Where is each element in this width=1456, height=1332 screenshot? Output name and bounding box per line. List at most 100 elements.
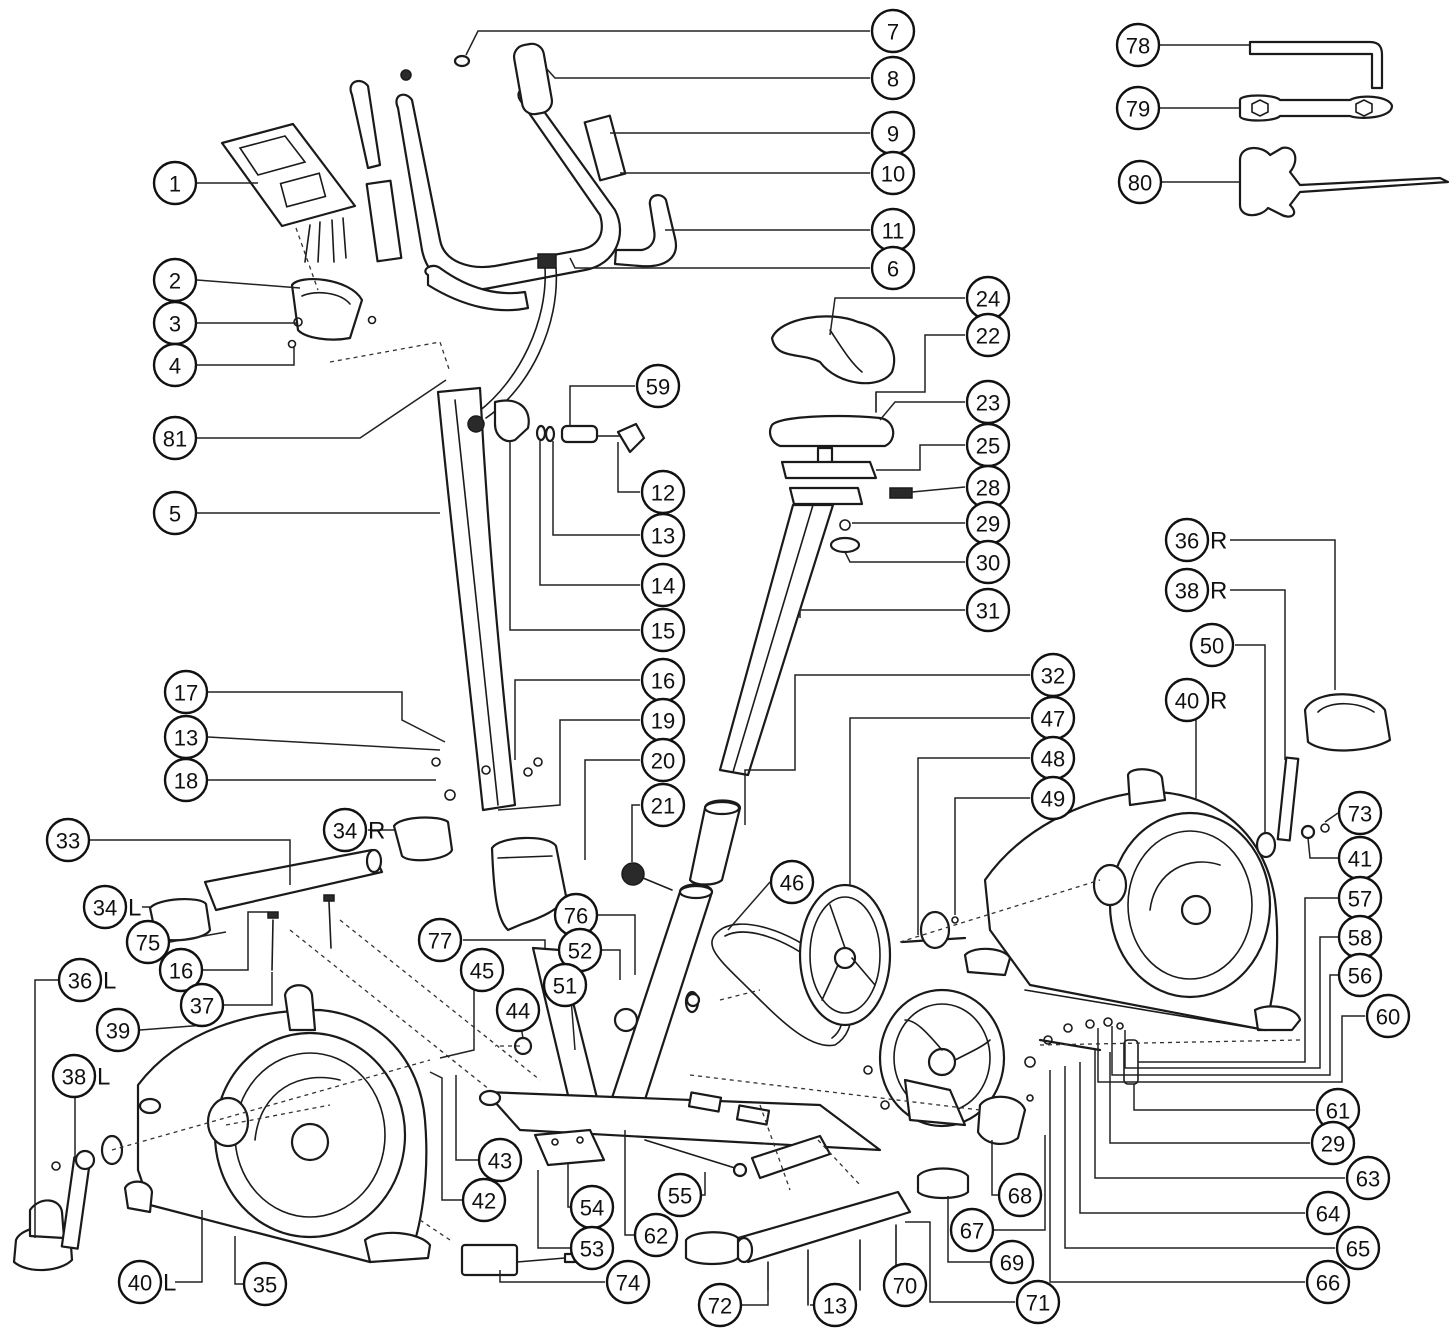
callout-13: 13 bbox=[812, 1282, 858, 1328]
callout-number: 40 bbox=[128, 1271, 152, 1296]
callout-63: 63 bbox=[1345, 1155, 1391, 1201]
callout-28: 28 bbox=[965, 464, 1011, 510]
callout-50: 50 bbox=[1189, 622, 1235, 668]
callout-number: 8 bbox=[887, 67, 899, 92]
callout-69: 69 bbox=[989, 1239, 1035, 1285]
callout-number: 60 bbox=[1376, 1005, 1400, 1030]
callout-side-letter: R bbox=[1210, 528, 1227, 555]
callout-number: 72 bbox=[708, 1294, 732, 1319]
callout-number: 51 bbox=[553, 974, 577, 999]
callout-number: 25 bbox=[976, 434, 1000, 459]
callout-number: 42 bbox=[472, 1189, 496, 1214]
callout-circle bbox=[812, 1282, 858, 1328]
callout-circle bbox=[640, 782, 686, 828]
callout-64: 64 bbox=[1305, 1190, 1351, 1236]
rear-bracket-part bbox=[644, 1134, 832, 1180]
callout-circle bbox=[459, 947, 505, 993]
callout-number: 4 bbox=[169, 354, 181, 379]
callout-number: 69 bbox=[1000, 1251, 1024, 1276]
callout-51: 51 bbox=[542, 962, 588, 1008]
tools-part bbox=[1238, 40, 1450, 218]
callout-47: 47 bbox=[1030, 695, 1076, 741]
callout-circle bbox=[1189, 622, 1235, 668]
callout-4: 4 bbox=[152, 342, 198, 388]
callout-number: 7 bbox=[887, 20, 899, 45]
callout-number: 81 bbox=[163, 427, 187, 452]
belt-pulley-part bbox=[798, 883, 892, 1027]
callout-13: 13 bbox=[640, 512, 686, 558]
callout-circle bbox=[635, 363, 681, 409]
callout-number: 73 bbox=[1348, 802, 1372, 827]
callout-number: 36 bbox=[68, 969, 92, 994]
callout-number: 29 bbox=[976, 512, 1000, 537]
callout-number: 22 bbox=[976, 324, 1000, 349]
callout-number: 16 bbox=[169, 959, 193, 984]
callout-circle bbox=[657, 1172, 703, 1218]
callout-number: 76 bbox=[564, 904, 588, 929]
callout-number: 40 bbox=[1175, 689, 1199, 714]
callout-77: 77 bbox=[417, 917, 463, 963]
callout-55: 55 bbox=[657, 1172, 703, 1218]
callout-number: 75 bbox=[136, 931, 160, 956]
callout-3: 3 bbox=[152, 300, 198, 346]
callout-circle bbox=[1337, 790, 1383, 836]
callout-number: 34 bbox=[333, 819, 357, 844]
callout-circle bbox=[1015, 1279, 1061, 1325]
callout-number: 65 bbox=[1346, 1237, 1370, 1262]
callout-74: 74 bbox=[605, 1259, 651, 1305]
callout-circle bbox=[1305, 1190, 1351, 1236]
callout-72: 72 bbox=[697, 1282, 743, 1328]
callout-number: 19 bbox=[651, 709, 675, 734]
handlebar-part bbox=[349, 79, 622, 419]
callout-number: 35 bbox=[253, 1273, 277, 1298]
callout-5: 5 bbox=[152, 490, 198, 536]
callout-number: 57 bbox=[1348, 887, 1372, 912]
seat-slider-part bbox=[780, 446, 913, 554]
callout-number: 66 bbox=[1316, 1271, 1340, 1296]
callout-59: 59 bbox=[635, 363, 681, 409]
callout-number: 74 bbox=[616, 1271, 640, 1296]
flywheel-part bbox=[863, 988, 1034, 1146]
callout-30: 30 bbox=[965, 539, 1011, 585]
callout-number: 31 bbox=[976, 599, 1000, 624]
callout-circle bbox=[1030, 775, 1076, 821]
callout-20: 20 bbox=[640, 737, 686, 783]
callout-46: 46 bbox=[769, 859, 815, 905]
callout-22: 22 bbox=[965, 312, 1011, 358]
grip-parts bbox=[400, 42, 678, 268]
callout-circle bbox=[1310, 1120, 1356, 1166]
callout-circle bbox=[1164, 677, 1210, 723]
rear-stabilizer-part bbox=[684, 1167, 970, 1306]
callout-circle bbox=[45, 817, 91, 863]
callout-number: 68 bbox=[1008, 1184, 1032, 1209]
callout-49: 49 bbox=[1030, 775, 1076, 821]
callout-15: 15 bbox=[640, 607, 686, 653]
callout-2: 2 bbox=[152, 257, 198, 303]
callout-circle bbox=[870, 245, 916, 291]
callout-number: 41 bbox=[1348, 847, 1372, 872]
right-side-cover-part bbox=[963, 768, 1302, 1032]
callout-circle bbox=[870, 150, 916, 196]
console-part bbox=[220, 122, 357, 263]
callout-number: 38 bbox=[1175, 579, 1199, 604]
callout-41: 41 bbox=[1337, 835, 1383, 881]
callout-number: 62 bbox=[644, 1224, 668, 1249]
callout-number: 32 bbox=[1041, 664, 1065, 689]
upright-post-part bbox=[431, 386, 543, 812]
callout-number: 43 bbox=[488, 1149, 512, 1174]
callout-16: 16 bbox=[640, 657, 686, 703]
callout-75: 75 bbox=[125, 919, 171, 965]
callout-number: 17 bbox=[174, 681, 198, 706]
callout-number: 24 bbox=[976, 287, 1000, 312]
callout-number: 52 bbox=[568, 939, 592, 964]
callout-circle bbox=[949, 1207, 995, 1253]
callout-circle bbox=[152, 160, 198, 206]
callout-73: 73 bbox=[1337, 790, 1383, 836]
callout-71: 71 bbox=[1015, 1279, 1061, 1325]
callout-number: 14 bbox=[651, 574, 675, 599]
callout-number: 38 bbox=[62, 1065, 86, 1090]
callout-circle bbox=[640, 607, 686, 653]
